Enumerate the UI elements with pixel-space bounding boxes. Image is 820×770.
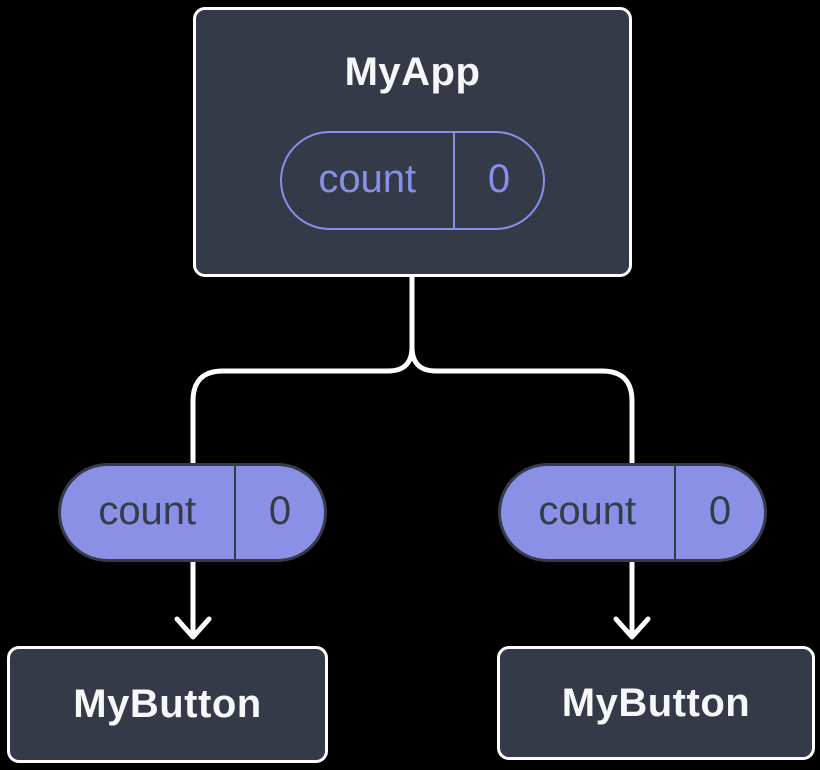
connector-fork-right xyxy=(409,344,635,639)
node-mybutton-right-title: MyButton xyxy=(561,680,751,725)
node-mybutton-left-title: MyButton xyxy=(73,682,262,726)
connector-fork-left xyxy=(190,272,415,639)
arrowhead-down-right-icon xyxy=(613,616,651,640)
prop-pill-left-name: count xyxy=(98,488,197,533)
prop-pill-left: count 0 xyxy=(58,463,327,562)
prop-pill-left-divider xyxy=(233,466,236,559)
state-pill-divider xyxy=(452,133,455,228)
state-pill-value: 0 xyxy=(487,156,511,201)
node-myapp: MyApp count 0 xyxy=(193,7,632,277)
prop-pill-left-value: 0 xyxy=(268,488,292,533)
prop-pill-right: count 0 xyxy=(498,463,767,562)
node-myapp-title: MyApp xyxy=(344,50,481,94)
prop-pill-right-value: 0 xyxy=(708,488,732,533)
arrowhead-down-left-icon xyxy=(174,616,212,640)
state-pill: count 0 xyxy=(280,131,545,230)
node-mybutton-left: MyButton xyxy=(7,646,328,763)
prop-pill-right-divider xyxy=(673,466,676,559)
node-mybutton-right: MyButton xyxy=(497,646,815,760)
state-pill-name: count xyxy=(318,156,417,201)
prop-pill-right-name: count xyxy=(538,488,637,533)
